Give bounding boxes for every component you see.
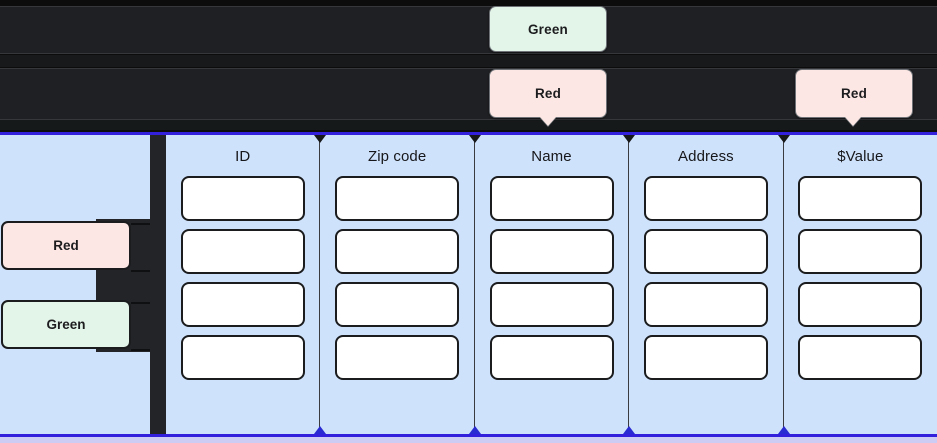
form-field-cell[interactable] [643,176,768,221]
column-marker-top-icon [623,135,636,143]
form-field-cell[interactable] [335,282,460,327]
form-field-cell[interactable] [180,176,305,221]
form-field-cell[interactable] [489,229,614,274]
form-field-cell[interactable] [643,229,768,274]
form-field-cell[interactable] [798,335,923,380]
column-marker-top-icon [468,135,481,143]
form-field-cell[interactable] [489,282,614,327]
tooltip-chip-red-center[interactable]: Red [489,69,607,118]
form-column-name: Name [468,135,629,434]
form-column-address: Address [623,135,783,434]
column-header: ID [235,148,251,165]
sidebar-gutter [150,135,166,434]
form-column-id: ID [166,135,320,434]
backdrop-band-3 [0,120,937,130]
divider-rule-top [0,132,937,135]
sidebar-panel: Red Green [0,135,153,434]
sidebar-chip-tail-red [131,223,153,272]
sidebar-tooltip-chip-red[interactable]: Red [1,221,131,270]
tooltip-chip-label: Green [527,21,569,37]
form-field-cell[interactable] [798,176,923,221]
column-marker-bottom-icon [468,426,481,434]
column-header: $Value [837,148,884,165]
form-field-cell[interactable] [180,282,305,327]
column-marker-bottom-icon [623,426,636,434]
form-field-cell[interactable] [180,335,305,380]
sidebar-chip-label: Green [46,317,86,332]
form-field-cell[interactable] [798,229,923,274]
form-field-cell[interactable] [335,176,460,221]
sidebar-chip-label: Red [53,238,79,253]
tooltip-arrow-down-right [845,117,861,126]
tooltip-chip-label: Red [840,86,868,101]
form-field-cell[interactable] [180,229,305,274]
sidebar-tooltip-chip-green[interactable]: Green [1,300,131,349]
form-field-cell[interactable] [643,282,768,327]
form-column-zip-code: Zip code [314,135,474,434]
tooltip-arrow-down-center [540,117,556,126]
tooltip-chip-red-right[interactable]: Red [795,69,913,118]
sidebar-chip-tail-green [131,302,153,351]
form-field-cell[interactable] [335,335,460,380]
tooltip-chip-label: Red [534,86,562,101]
column-header: Address [678,148,734,165]
column-marker-bottom-icon [777,426,790,434]
backdrop-band-1 [0,6,937,54]
column-header: Zip code [367,148,427,165]
form-field-cell[interactable] [489,176,614,221]
bottom-strip [0,437,937,443]
form-field-cell[interactable] [335,229,460,274]
form-field-cell[interactable] [489,335,614,380]
column-header: Name [531,148,572,165]
tooltip-chip-green-top[interactable]: Green [489,6,607,52]
divider-rule-bottom [0,434,937,437]
column-marker-top-icon [777,135,790,143]
form-field-cell[interactable] [798,282,923,327]
dark-backdrop [0,0,937,134]
panel-area: Red Green ID Zip code [0,135,937,434]
backdrop-band-gap [0,55,937,67]
form-column-value: $Value [777,135,937,434]
form-field-cell[interactable] [643,335,768,380]
backdrop-band-2 [0,68,937,120]
column-marker-top-icon [314,135,327,143]
column-marker-bottom-icon [314,426,327,434]
form-columns: ID Zip code Name [166,135,937,434]
